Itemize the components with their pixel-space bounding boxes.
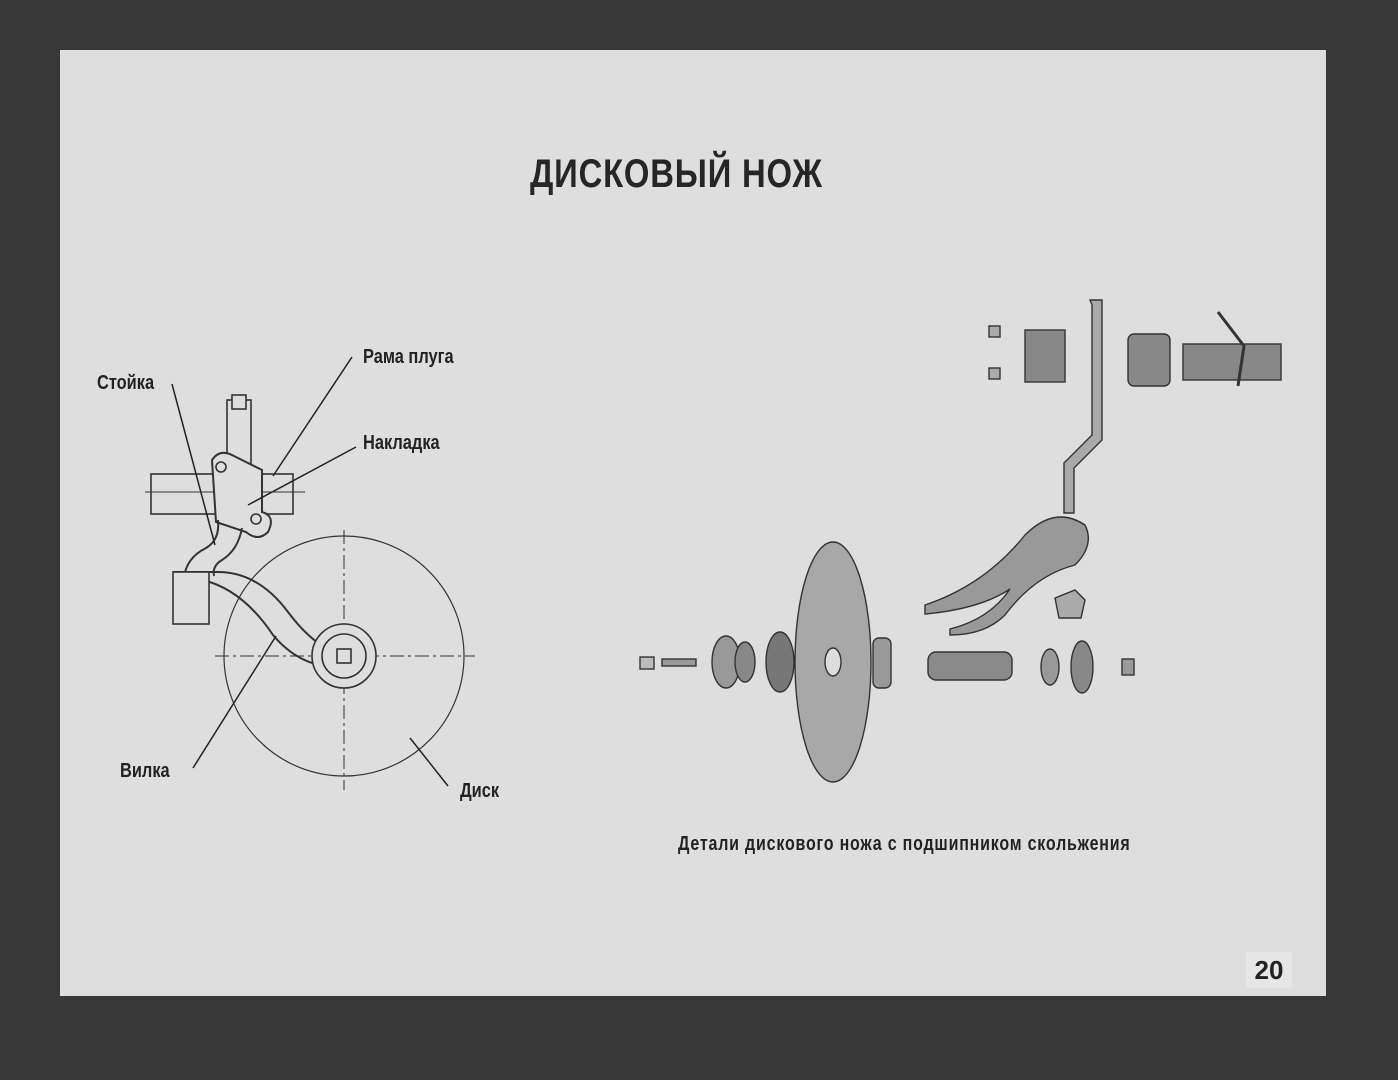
label-vilka: Вилка: [120, 760, 170, 782]
stand: [183, 519, 243, 579]
frame-bar-part: [1182, 343, 1282, 381]
label-rama: Рама плуга: [363, 346, 454, 368]
page-number: 20: [1246, 952, 1292, 988]
stand-part: [1063, 299, 1103, 514]
exploded-parts: [639, 299, 1282, 783]
leader-stoyka: [171, 383, 216, 546]
clamp-plate: [210, 451, 272, 538]
label-disk: Диск: [460, 780, 500, 802]
leader-nakladka: [247, 446, 357, 506]
leader-vilka: [192, 635, 277, 769]
slide-title: ДИСКОВЫЙ НОЖ: [530, 152, 823, 196]
label-nakladka: Накладка: [363, 432, 440, 454]
leader-disk: [409, 737, 449, 787]
fork-part: [924, 516, 1089, 636]
parts-caption: Детали дискового ножа с подшипником скол…: [678, 833, 1131, 855]
label-stoyka: Стойка: [97, 372, 155, 394]
leader-rama: [272, 356, 353, 477]
